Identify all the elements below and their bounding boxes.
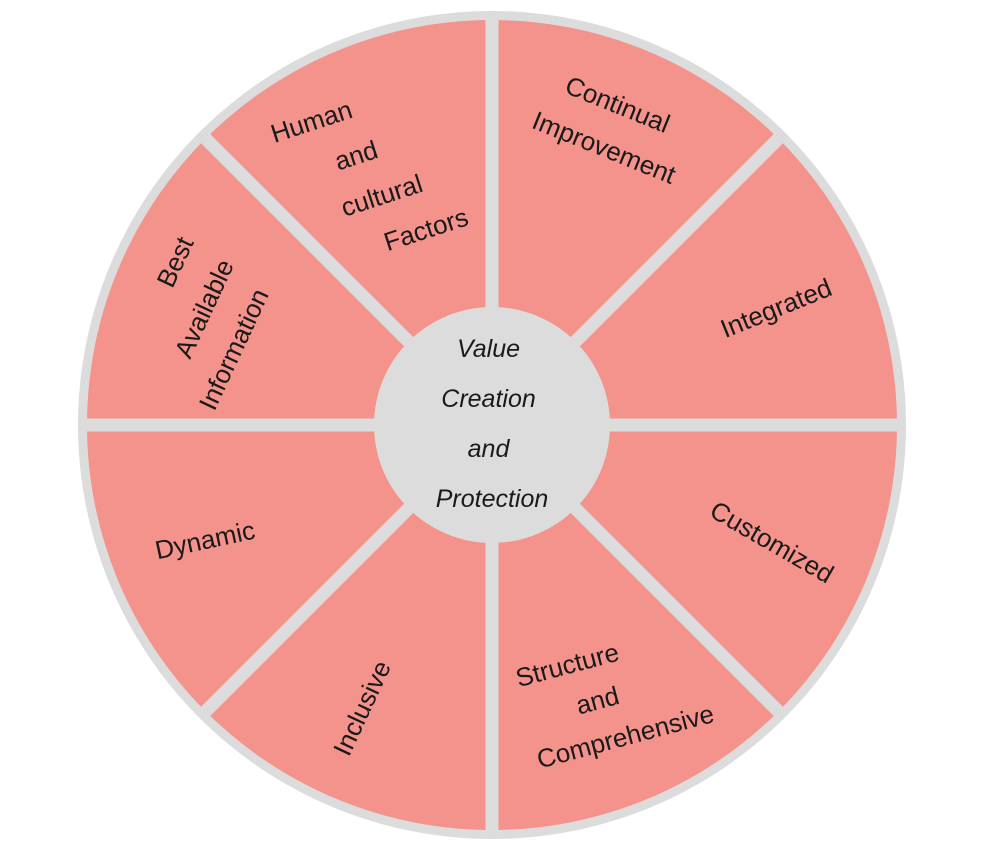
center-hub bbox=[374, 307, 610, 543]
segment-continual-improvement bbox=[492, 20, 779, 425]
segment-human-and-cultural-factors bbox=[205, 20, 492, 425]
center-label: Value Creation and Protection bbox=[436, 335, 549, 513]
segment-customized bbox=[492, 425, 897, 712]
segment-inclusive bbox=[205, 425, 492, 830]
segments-group bbox=[87, 20, 897, 830]
segment-dynamic bbox=[87, 425, 492, 712]
segment-best-available-information bbox=[87, 138, 492, 425]
center-line: Protection bbox=[436, 485, 549, 513]
center-line: and bbox=[468, 435, 511, 463]
segment-structure-and-comprehensive bbox=[492, 425, 779, 830]
center-line: Value bbox=[457, 335, 520, 363]
center-line: Creation bbox=[441, 385, 536, 413]
segment-integrated bbox=[492, 138, 897, 425]
